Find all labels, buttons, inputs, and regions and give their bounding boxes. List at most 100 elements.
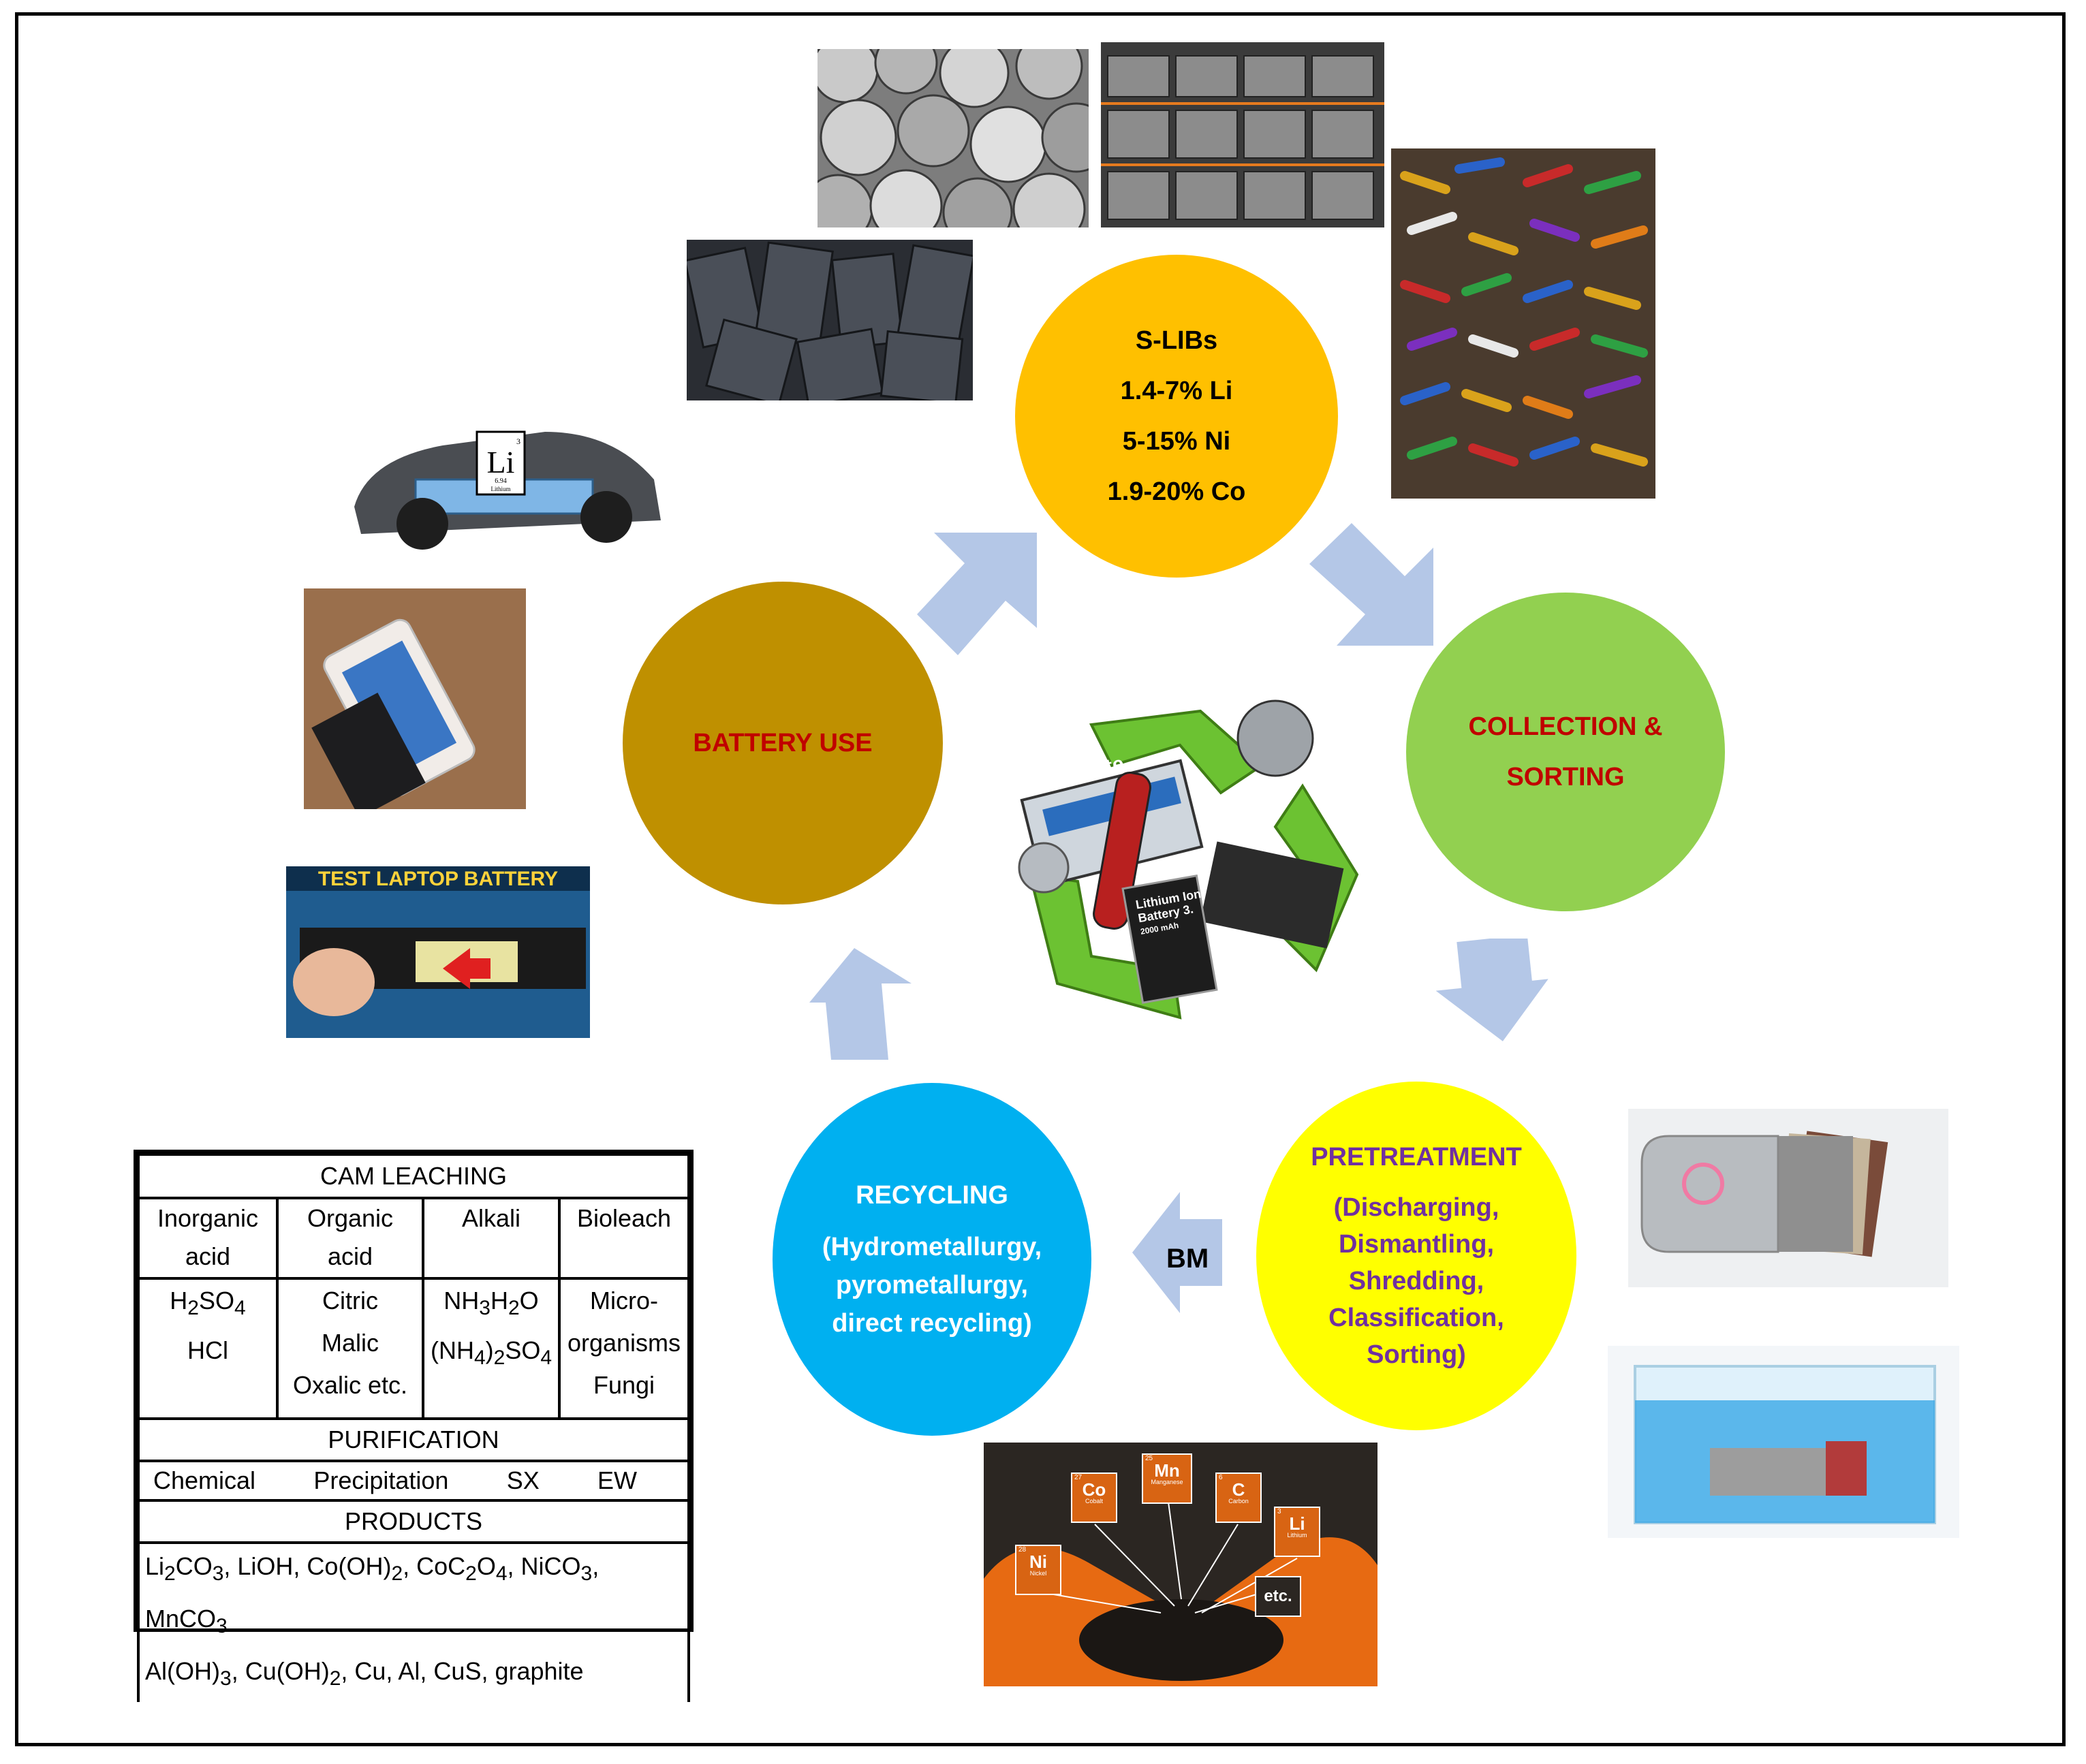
- element-tile-li: 3 Li Lithium: [1274, 1507, 1320, 1557]
- purification-precipitation: Precipitation: [313, 1466, 449, 1494]
- element-symbol: Ni: [1029, 1552, 1047, 1572]
- electric-car-photo: Li 3 6.94 Lithium: [341, 405, 670, 561]
- battery-use-title: BATTERY USE: [693, 729, 873, 757]
- header-organic-line2: acid: [327, 1242, 373, 1270]
- element-tile-co: 27 Co Cobalt: [1071, 1472, 1117, 1523]
- element-number: 25: [1145, 1455, 1153, 1462]
- purification-heading: PURIFICATION: [137, 1417, 690, 1462]
- element-name: Manganese: [1151, 1479, 1183, 1485]
- pretreatment-line1: (Discharging,: [1333, 1193, 1499, 1222]
- ev-battery-modules-photo: [1101, 42, 1384, 227]
- purification-sx: SX: [506, 1466, 540, 1494]
- products-heading: PRODUCTS: [137, 1499, 690, 1544]
- slibs-co: 1.9-20% Co: [1107, 477, 1246, 506]
- pretreatment-line3: Shredding,: [1348, 1267, 1484, 1295]
- coin-cells-photo: [818, 49, 1089, 227]
- battery-use-circle: BATTERY USE: [623, 582, 943, 904]
- element-tile-ni: 28 Ni Nickel: [1015, 1545, 1061, 1595]
- purification-chemical: Chemical: [153, 1466, 256, 1494]
- recycling-line2: pyrometallurgy,: [835, 1271, 1029, 1300]
- alkali-nh3h2o: NH3H2O: [443, 1287, 539, 1320]
- element-symbol: Mn: [1154, 1460, 1180, 1481]
- pretreatment-title: PRETREATMENT: [1311, 1143, 1522, 1171]
- header-organic-line1: Organic: [307, 1204, 394, 1232]
- inorganic-h2so4: H2SO4: [170, 1287, 246, 1320]
- element-name: Carbon: [1228, 1498, 1249, 1505]
- header-organic-acid: Organic acid: [276, 1197, 424, 1280]
- element-number: 27: [1074, 1474, 1083, 1481]
- alkali-nh4so4: (NH4)2SO4: [430, 1336, 552, 1370]
- bioleach-micro: Micro-: [590, 1287, 658, 1314]
- discharge-tank-photo: [1608, 1346, 1959, 1538]
- cam-leaching-heading: CAM LEACHING: [137, 1153, 690, 1199]
- li-name-text: Lithium: [491, 486, 511, 492]
- bioleach-list: Micro- organisms Fungi: [558, 1277, 690, 1420]
- recycling-line3: direct recycling): [832, 1309, 1032, 1338]
- element-tile-etc: etc.: [1255, 1576, 1301, 1617]
- header-inorganic-acid: Inorganic acid: [137, 1197, 279, 1280]
- element-symbol: C: [1232, 1479, 1245, 1500]
- recovered-elements-photo: 27 Co Cobalt 25 Mn Manganese 6 C Carbon …: [984, 1443, 1377, 1686]
- arrow-to-pretreatment: [1436, 939, 1548, 1041]
- element-number: 28: [1018, 1546, 1027, 1554]
- header-inorganic-line1: Inorganic: [157, 1204, 259, 1232]
- header-bioleach-line1: Bioleach: [576, 1204, 672, 1232]
- products-line1: Li2CO3, LiOH, Co(OH)2, CoC2O4, NiCO3, Mn…: [145, 1552, 600, 1638]
- header-alkali: Alkali: [422, 1197, 561, 1280]
- slibs-ni: 5-15% Ni: [1122, 427, 1231, 456]
- recycling-title: RECYCLING: [856, 1181, 1008, 1210]
- figure-frame: [15, 12, 2066, 1746]
- products-line2: Al(OH)3, Cu(OH)2, Cu, Al, CuS, graphite: [145, 1657, 584, 1690]
- li-number-text: 3: [516, 437, 520, 446]
- arrow-to-collection: [1309, 523, 1433, 646]
- li-symbol-text: Li: [487, 445, 515, 479]
- element-symbol: Li: [1289, 1513, 1305, 1534]
- slibs-title: S-LIBs: [1135, 326, 1218, 355]
- laptop-battery-photo: TEST LAPTOP BATTERY: [286, 866, 590, 1038]
- pretreatment-circle: PRETREATMENT (Discharging, Dismantling, …: [1256, 1082, 1576, 1430]
- recycling-symbol-graphic: Car Batte Lithium Ion Battery 3. 2000 mA…: [976, 697, 1376, 1028]
- cam-leaching-table: CAM LEACHING Inorganic acid Organic acid…: [134, 1150, 694, 1702]
- element-tile-mn: 25 Mn Manganese: [1142, 1453, 1192, 1504]
- pretreatment-line4: Classification,: [1328, 1304, 1504, 1332]
- purification-ew: EW: [597, 1466, 637, 1494]
- arrow-to-recycling: [1132, 1192, 1222, 1313]
- element-number: 3: [1277, 1508, 1281, 1515]
- header-bioleach: Bioleach: [558, 1197, 690, 1280]
- products-list: Li2CO3, LiOH, Co(OH)2, CoC2O4, NiCO3, Mn…: [137, 1541, 690, 1702]
- bm-label: BM: [1166, 1244, 1209, 1274]
- mixed-batteries-pile-photo: [1391, 148, 1655, 499]
- organic-oxalic: Oxalic etc.: [292, 1371, 408, 1399]
- organic-malic: Malic: [321, 1329, 379, 1357]
- pretreatment-line5: Sorting): [1367, 1340, 1466, 1369]
- purification-methods-row: Chemical Precipitation SX EW: [137, 1460, 690, 1502]
- element-name: Cobalt: [1085, 1498, 1103, 1505]
- organic-citric: Citric: [322, 1287, 378, 1314]
- collection-line1: COLLECTION &: [1468, 712, 1663, 741]
- arrow-to-slibs: [917, 533, 1037, 655]
- bioleach-organisms: organisms: [567, 1329, 681, 1357]
- laptop-banner-text: TEST LAPTOP BATTERY: [317, 868, 559, 890]
- element-name: Nickel: [1029, 1570, 1047, 1577]
- header-alkali-line1: Alkali: [461, 1204, 521, 1232]
- element-name: Lithium: [1287, 1532, 1307, 1539]
- phone-batteries-photo: [687, 240, 973, 400]
- pretreatment-line2: Dismantling,: [1338, 1230, 1495, 1259]
- collection-sorting-circle: COLLECTION & SORTING: [1406, 593, 1725, 911]
- element-tile-c: 6 C Carbon: [1215, 1472, 1262, 1523]
- header-inorganic-line2: acid: [185, 1242, 231, 1270]
- recycling-circle: RECYCLING (Hydrometallurgy, pyrometallur…: [773, 1083, 1091, 1436]
- li-mass-text: 6.94: [495, 477, 507, 485]
- element-symbol: Co: [1082, 1479, 1106, 1500]
- organic-acid-list: Citric Malic Oxalic etc.: [276, 1277, 424, 1420]
- bioleach-fungi: Fungi: [593, 1371, 655, 1399]
- collection-line2: SORTING: [1506, 763, 1625, 791]
- alkali-list: NH3H2O (NH4)2SO4: [422, 1277, 561, 1420]
- element-number: 6: [1219, 1474, 1223, 1481]
- pouch-cells-photo: [1628, 1109, 1948, 1287]
- arrow-to-battery-use: [809, 948, 912, 1060]
- inorganic-hcl: HCl: [187, 1336, 228, 1365]
- recycling-line1: (Hydrometallurgy,: [822, 1233, 1042, 1261]
- slibs-circle: S-LIBs 1.4-7% Li 5-15% Ni 1.9-20% Co: [1015, 255, 1338, 578]
- slibs-li: 1.4-7% Li: [1120, 377, 1233, 405]
